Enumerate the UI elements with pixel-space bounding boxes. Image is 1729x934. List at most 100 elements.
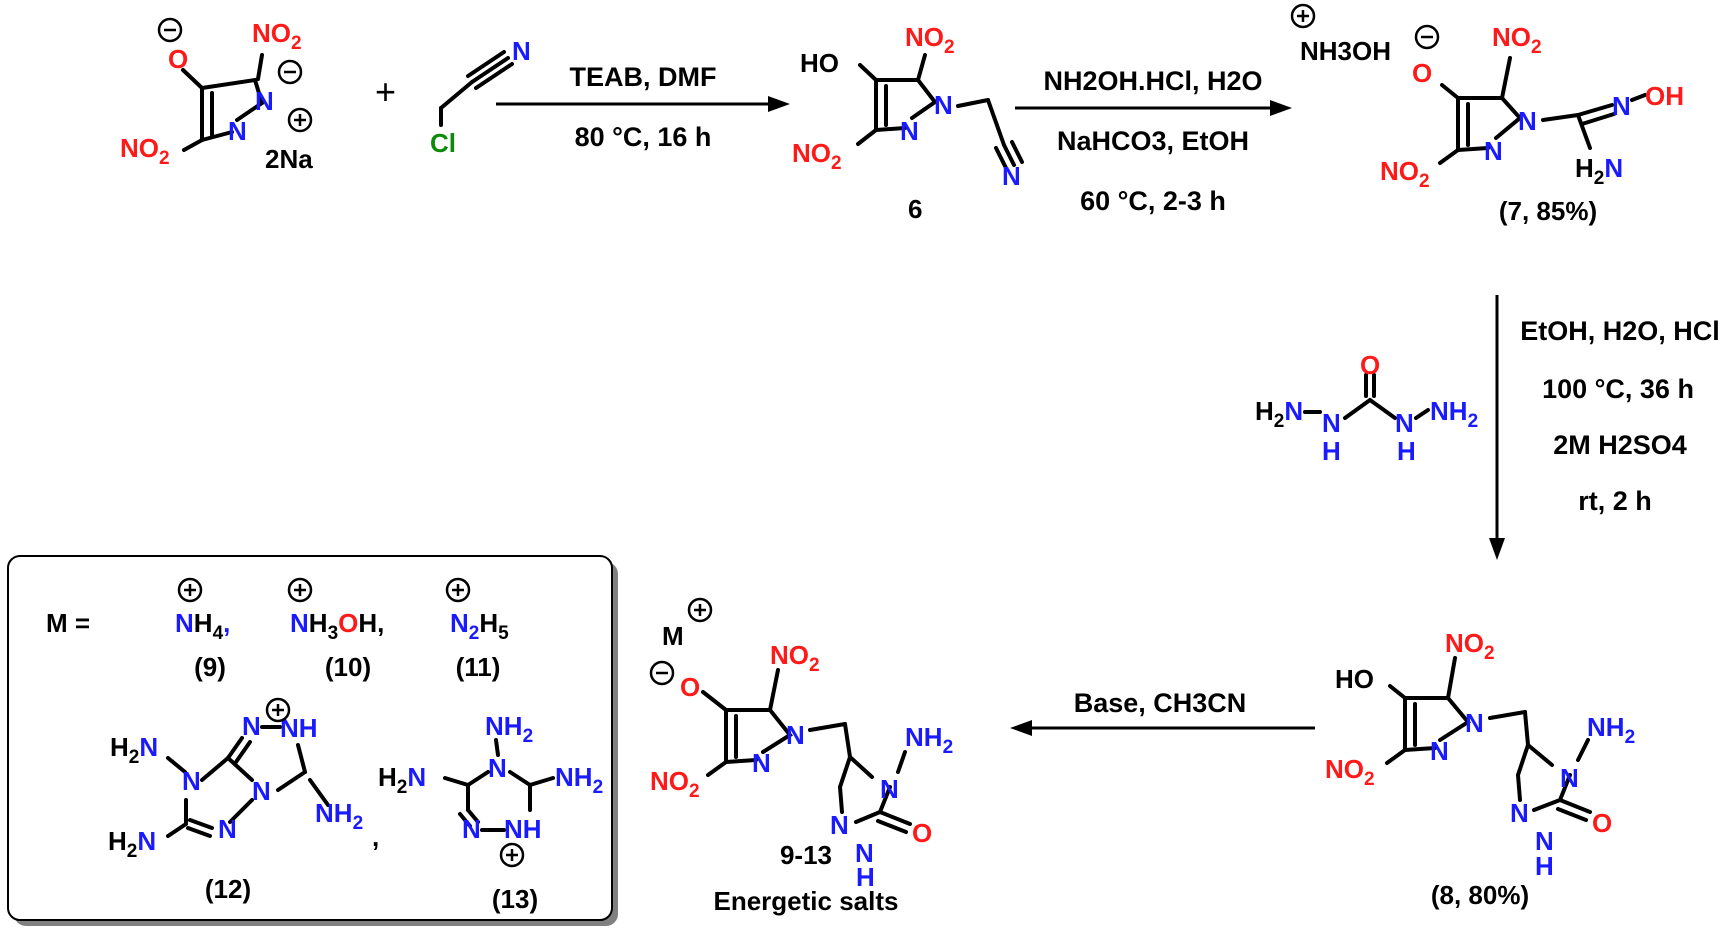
nitro-group: NO2 bbox=[252, 18, 302, 54]
compound-7: NH3OH O NO2 N N NO2 N OH H2N (7, 85%) bbox=[1290, 3, 1684, 226]
nitrogen-atom: N bbox=[1484, 136, 1503, 166]
reaction-arrow-4: Base, CH3CN bbox=[1010, 688, 1315, 736]
nh-group: N bbox=[1535, 826, 1554, 856]
hydroxylammonium-cation: NH3OH bbox=[1300, 36, 1391, 66]
amino-group: NH2 bbox=[485, 711, 533, 747]
nitrogen-atom: N bbox=[1465, 708, 1484, 738]
triazolone-nitrogen: N bbox=[1510, 798, 1529, 828]
nitrogen-atom: N bbox=[752, 748, 771, 778]
compound-8: NO2 HO N N NO2 N NH2 N N H O (8, 80%) bbox=[1325, 628, 1635, 910]
nh-nitrogen: N bbox=[1395, 408, 1414, 438]
oxime-nitrogen: N bbox=[1612, 91, 1631, 121]
carbohydrazide: H2N N H O N H NH2 bbox=[1255, 350, 1478, 466]
hydroxylammonium-cation: NH3OH, bbox=[290, 608, 384, 644]
nitrogen-atom: N bbox=[228, 116, 247, 146]
nitro-group: NO2 bbox=[1445, 628, 1495, 664]
nitrogen-atom: N bbox=[255, 86, 274, 116]
legend-label-13: (13) bbox=[492, 884, 538, 914]
conditions-temperature: 100 °C, 36 h bbox=[1542, 374, 1694, 404]
nitrogen-atom: N bbox=[786, 720, 805, 750]
nh-hydrogen: H bbox=[1535, 851, 1554, 881]
compound-label-9-13: 9-13 bbox=[780, 840, 832, 870]
nh-hydrogen: H bbox=[1322, 436, 1341, 466]
energetic-salts-caption: Energetic salts bbox=[714, 886, 899, 916]
ammonium-cation: NH4, bbox=[175, 608, 230, 644]
nitro-group: NO2 bbox=[905, 22, 955, 58]
sodium-counterion: 2Na bbox=[265, 144, 313, 174]
nitrogen-atom: N bbox=[900, 116, 919, 146]
oxygen-atom: O bbox=[168, 44, 188, 74]
amino-group: H2N bbox=[378, 762, 426, 798]
nitrile-nitrogen: N bbox=[1002, 161, 1021, 191]
cation-13-structure: NH2 N H2N NH2 N NH (13) bbox=[378, 711, 603, 914]
energetic-salts-9-13: M O NO2 N N NO2 N NH2 N N H O 9-13 Energ… bbox=[649, 597, 953, 916]
conditions-temperature: 80 °C, 16 h bbox=[575, 122, 712, 152]
bridgehead-nitrogen: N bbox=[252, 776, 271, 806]
nh-nitrogen: N bbox=[1322, 408, 1341, 438]
hydroxyl-group: HO bbox=[1335, 664, 1374, 694]
conditions-acid: 2M H2SO4 bbox=[1553, 430, 1687, 460]
legend-label-9: (9) bbox=[194, 652, 226, 682]
legend-label-10: (10) bbox=[325, 652, 371, 682]
chlorine-atom: Cl bbox=[430, 128, 456, 158]
oxime-hydroxyl: OH bbox=[1645, 81, 1684, 111]
amino-group: NH2 bbox=[1430, 396, 1478, 432]
amino-group: NH2 bbox=[555, 762, 603, 798]
nitrogen-atom: N bbox=[934, 90, 953, 120]
triazole-nitrogen: N bbox=[242, 711, 261, 741]
conditions-reagents: NH2OH.HCl, H2O bbox=[1043, 66, 1262, 96]
compound-label-8: (8, 80%) bbox=[1431, 880, 1529, 910]
conditions-reagents: TEAB, DMF bbox=[570, 62, 717, 92]
conditions-temperature: 60 °C, 2-3 h bbox=[1080, 186, 1226, 216]
nitro-group: NO2 bbox=[1325, 754, 1375, 790]
dinitropyrazolate-salt: O NO2 N N NO2 2Na bbox=[120, 17, 313, 174]
amino-group: H2N bbox=[1255, 396, 1303, 432]
carbonyl-oxygen: O bbox=[1592, 808, 1612, 838]
nitro-group: NO2 bbox=[1492, 22, 1542, 58]
amino-group: H2N bbox=[108, 826, 156, 862]
nitrile-nitrogen: N bbox=[512, 36, 531, 66]
nh-hydrogen: H bbox=[856, 862, 875, 892]
conditions-base: NaHCO3, EtOH bbox=[1057, 126, 1249, 156]
amino-group: NH2 bbox=[315, 798, 363, 834]
hydroxyl-group: HO bbox=[800, 48, 839, 78]
triazolone-nitrogen: N bbox=[1560, 763, 1579, 793]
reaction-arrow-2: NH2OH.HCl, H2O NaHCO3, EtOH 60 °C, 2-3 h bbox=[1015, 66, 1292, 216]
oxygen-atom: O bbox=[1412, 58, 1432, 88]
legend-label-11: (11) bbox=[456, 652, 501, 682]
compound-6: HO NO2 N N NO2 N 6 bbox=[792, 22, 1024, 224]
compound-label-7: (7, 85%) bbox=[1499, 196, 1597, 226]
carbonyl-oxygen: O bbox=[1360, 350, 1380, 380]
nitro-group: NO2 bbox=[770, 640, 820, 676]
triazole-nitrogen: N bbox=[182, 766, 201, 796]
triazole-nitrogen: N bbox=[218, 814, 237, 844]
amino-group: NH2 bbox=[905, 722, 953, 758]
hydrazinium-cation: N2H5 bbox=[450, 608, 509, 644]
conditions-solvents: EtOH, H2O, HCl bbox=[1520, 316, 1720, 346]
compound-label-6: 6 bbox=[908, 194, 922, 224]
plus-sign: + bbox=[375, 71, 396, 112]
reaction-arrow-1: TEAB, DMF 80 °C, 16 h bbox=[496, 62, 790, 152]
nh-hydrogen: H bbox=[1397, 436, 1416, 466]
nitro-group: NO2 bbox=[650, 766, 700, 802]
conditions-time: rt, 2 h bbox=[1578, 486, 1652, 516]
amino-group: H2N bbox=[110, 732, 158, 768]
conditions-base-solvent: Base, CH3CN bbox=[1074, 688, 1247, 718]
nitrogen-atom: N bbox=[1430, 736, 1449, 766]
legend-label-12: (12) bbox=[205, 874, 251, 904]
counterion-m: M bbox=[662, 621, 684, 651]
nitro-group: NO2 bbox=[120, 133, 170, 169]
nh-group: NH bbox=[504, 814, 542, 844]
triazole-nitrogen: N bbox=[488, 753, 507, 783]
chloroacetonitrile: N Cl bbox=[430, 36, 531, 158]
triazolone-nitrogen: N bbox=[830, 810, 849, 840]
triazole-nitrogen: N bbox=[462, 814, 481, 844]
nitro-group: NO2 bbox=[1380, 156, 1430, 192]
cation-12-structure: H2N N N NH N N H2N NH2 (12) bbox=[108, 697, 363, 904]
triazolone-nitrogen: N bbox=[880, 774, 899, 804]
separator-comma: , bbox=[372, 822, 379, 852]
nitrogen-atom: N bbox=[1518, 106, 1537, 136]
nh-group: N bbox=[855, 838, 874, 868]
reaction-arrow-3: EtOH, H2O, HCl 100 °C, 36 h 2M H2SO4 rt,… bbox=[1489, 295, 1720, 560]
